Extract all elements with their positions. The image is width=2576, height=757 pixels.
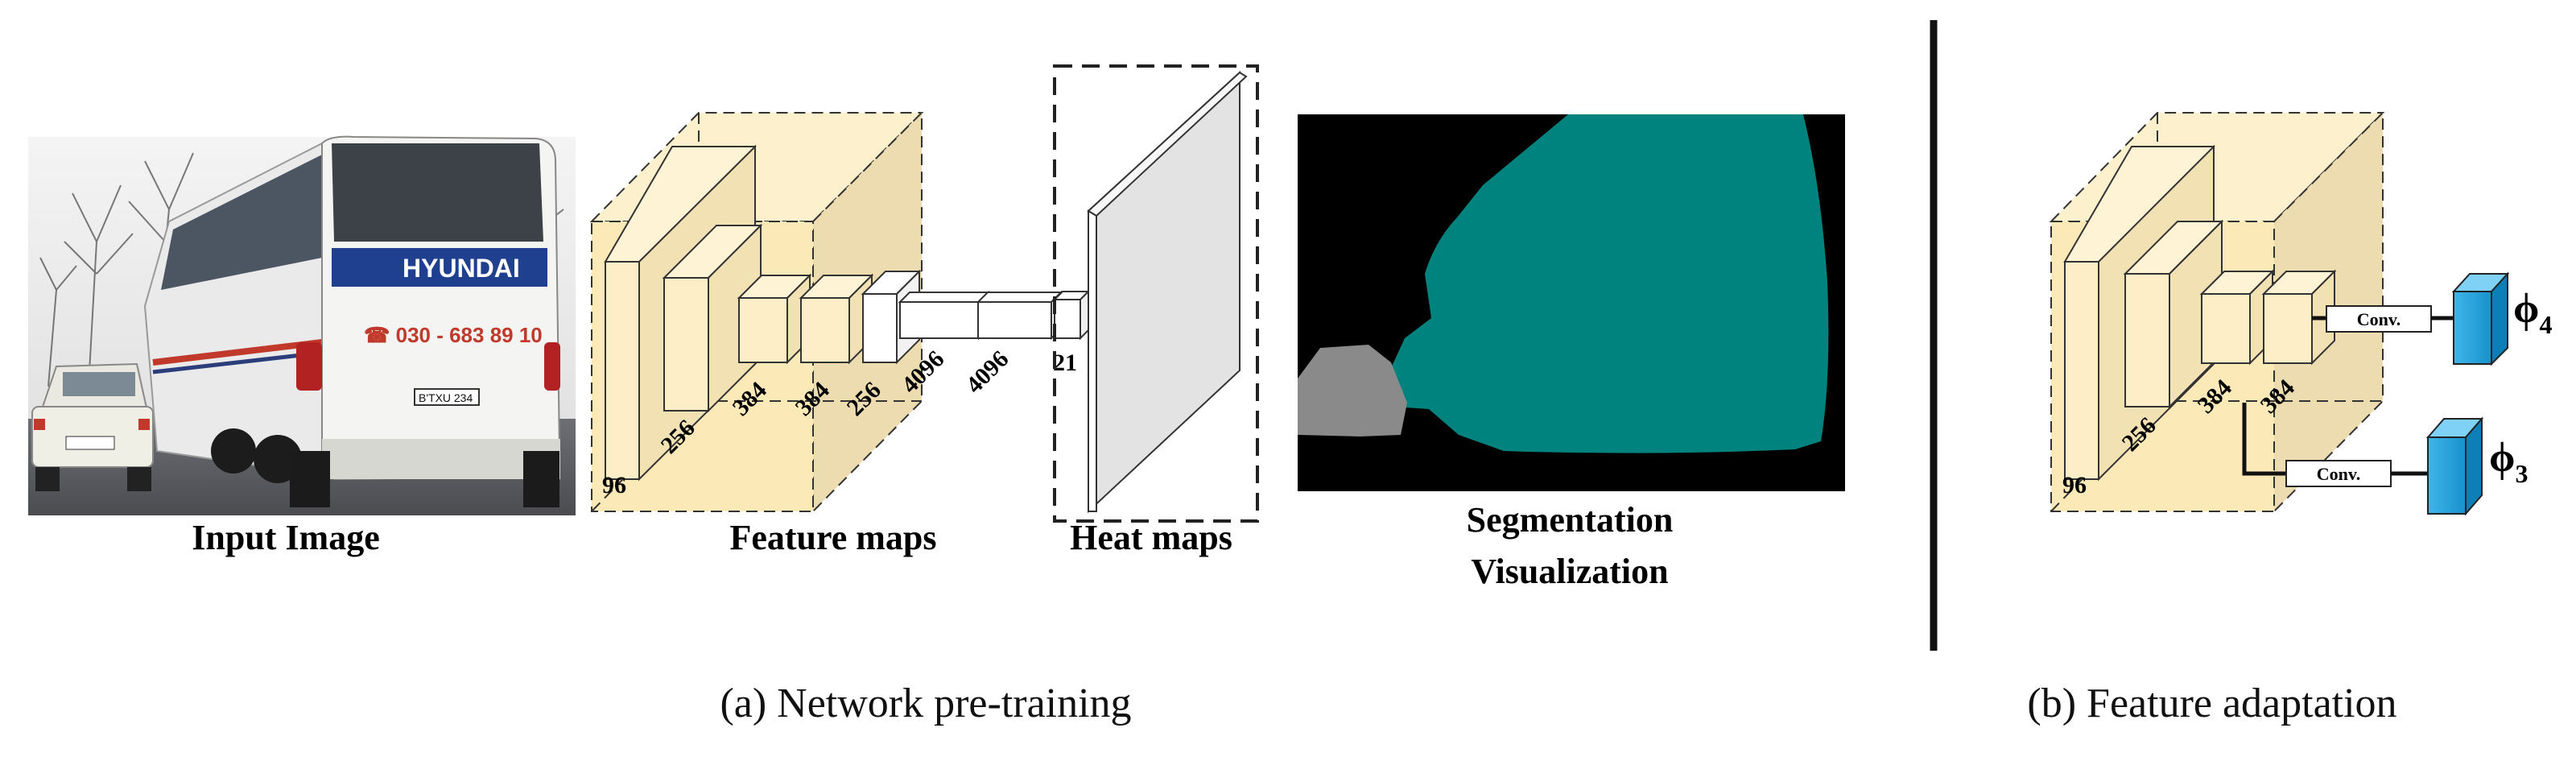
b-layer-384a-box (2199, 269, 2275, 366)
conv3-connector-in (2242, 403, 2288, 476)
phi3-symbol: ϕ3 (2489, 435, 2528, 488)
heat-maps-label: Heat maps (1070, 518, 1232, 557)
conv3-box (2285, 460, 2392, 487)
phi3-feature-box (2425, 416, 2484, 516)
bus-plate-text: B'TXU 234 (419, 391, 473, 404)
segmentation-label-line1: Segmentation (1467, 500, 1674, 540)
input-image-label: Input Image (192, 518, 380, 557)
layer-size-21: 21 (1053, 350, 1077, 376)
bus-phone-text: ☎ 030 - 683 89 10 (364, 323, 543, 347)
caption-b: (b) Feature adaptation (2027, 680, 2396, 726)
feature-adaptation-block: 96 256 384 384 Conv. ϕ4 Conv. ϕ3 (2049, 110, 2552, 516)
layer-384a-box (737, 273, 812, 365)
caption-a: (a) Network pre-training (720, 680, 1131, 726)
bus: HYUNDAI ☎ 030 - 683 89 10 B'TXU 234 (143, 135, 561, 507)
layer-size-4096b: 4096 (961, 345, 1014, 399)
feature-maps-label: Feature maps (729, 518, 936, 557)
layer-21-box (1052, 289, 1091, 341)
feature-maps-block: 96 256 384 384 256 4096 4096 21 (589, 110, 1091, 514)
layer-size-96: 96 (602, 472, 626, 498)
conv4-label: Conv. (2357, 309, 2401, 329)
segmentation-car-region (1298, 345, 1407, 436)
bus-brand-text: HYUNDAI (402, 254, 520, 283)
segmentation-image (1298, 114, 1845, 491)
layer-256-box (662, 223, 763, 413)
layer-384b-box (799, 273, 874, 365)
conv3-label: Conv. (2317, 464, 2360, 484)
input-photo: HYUNDAI ☎ 030 - 683 89 10 B'TXU 234 (28, 135, 576, 515)
heat-map-plane (1088, 70, 1241, 514)
layer-4096b-box (976, 290, 1063, 341)
heat-maps-block (1053, 64, 1259, 523)
b-layer-384b-box (2261, 269, 2337, 366)
layer-4096a-box (898, 290, 991, 341)
conv4-box (2326, 305, 2432, 333)
segmentation-bus-region (1386, 114, 1829, 453)
car (31, 362, 154, 491)
phi4-feature-box (2451, 271, 2510, 366)
b-layer-size-96: 96 (2062, 472, 2087, 498)
phi4-symbol: ϕ4 (2513, 286, 2552, 339)
segmentation-label-line2: Visualization (1471, 552, 1668, 591)
